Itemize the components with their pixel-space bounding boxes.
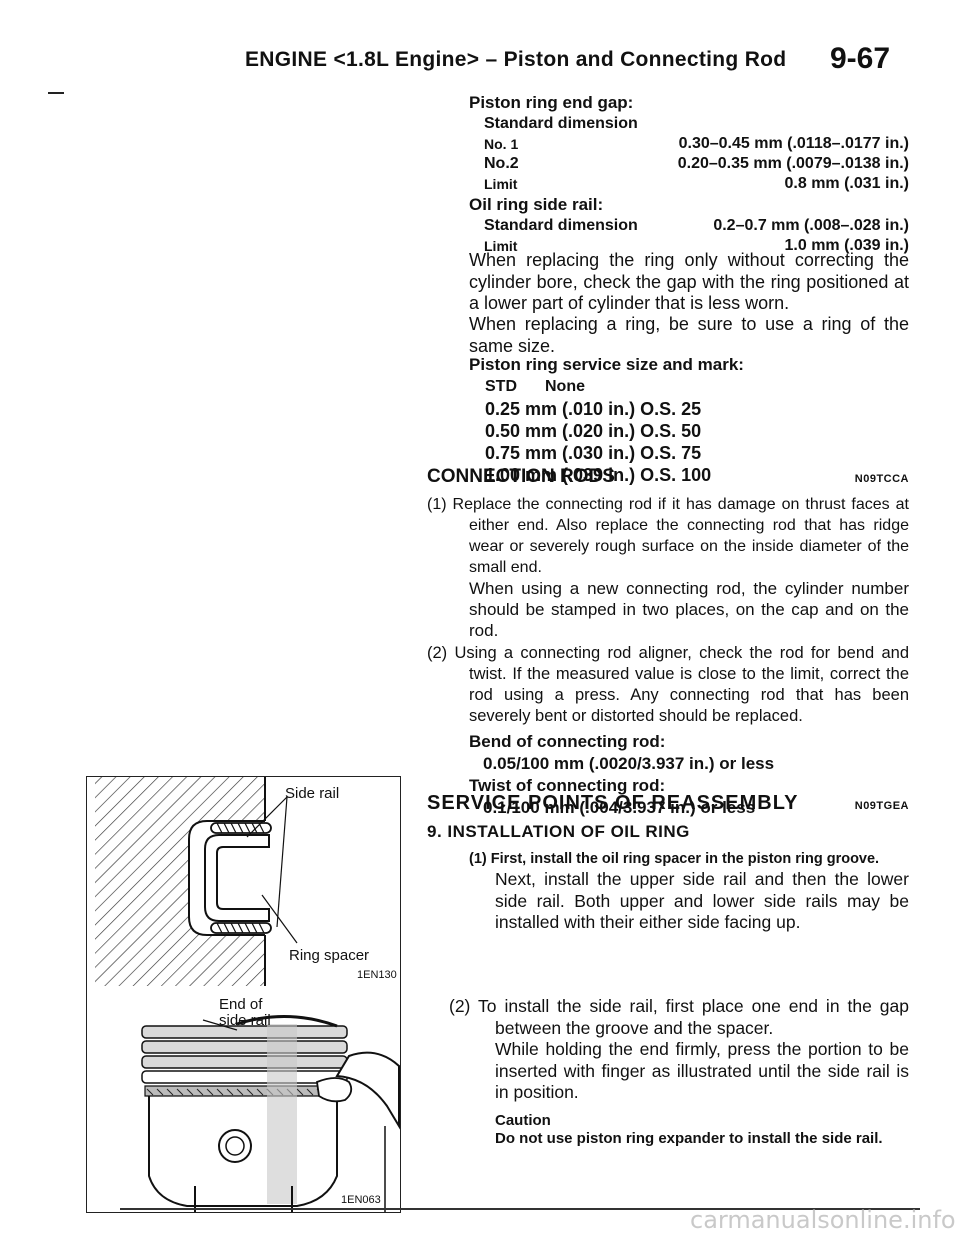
watermark: carmanualsonline.info bbox=[690, 1206, 956, 1234]
bend-value: 0.05/100 mm (.0020/3.937 in.) or less bbox=[483, 754, 775, 773]
step-1a: (1) First, install the oil ring spacer i… bbox=[469, 851, 880, 867]
no1-label: No. 1 bbox=[484, 136, 519, 152]
twist-label: Twist of connecting rod: bbox=[469, 776, 666, 795]
bend-label: Bend of connecting rod: bbox=[469, 732, 666, 751]
step-2b: While holding the end firmly, press the … bbox=[495, 1039, 909, 1102]
page-number: 9-67 bbox=[830, 42, 891, 75]
con-rod-item-2: (2) Using a connecting rod aligner, chec… bbox=[427, 644, 909, 725]
ring-gap-heading: Piston ring end gap: bbox=[469, 93, 634, 112]
no2-value: 0.20–0.35 mm (.0079–.0138 in.) bbox=[677, 155, 909, 172]
connection-rods-code: N09TCCA bbox=[854, 473, 909, 485]
oil-limit-value: 1.0 mm (.039 in.) bbox=[784, 237, 910, 254]
oil-ring-heading: Oil ring side rail: bbox=[469, 195, 604, 214]
no1-value: 0.30–0.45 mm (.0118–.0177 in.) bbox=[678, 135, 909, 152]
step-2: (2) To install the side rail, first plac… bbox=[449, 996, 909, 1038]
twist-value: 0.1/100 mm (.004/3.937 in.) or less bbox=[483, 798, 756, 817]
reassembly-section: SERVICE POINTS OF REASSEMBLY N09TGEA 9. … bbox=[427, 792, 909, 934]
replace-size-paragraph: When replacing a ring, be sure to use a … bbox=[469, 314, 909, 356]
replace-ring-paragraph: When replacing the ring only without cor… bbox=[469, 250, 909, 313]
con-rod-item-1: (1) Replace the connecting rod if it has… bbox=[427, 496, 909, 576]
label-side-rail-2: side rail bbox=[219, 1012, 271, 1029]
service-size-heading: Piston ring service size and mark: bbox=[469, 355, 744, 374]
caution-text: Do not use piston ring expander to insta… bbox=[495, 1129, 883, 1147]
oil-limit-label: Limit bbox=[484, 238, 518, 254]
oil-std-value: 0.2–0.7 mm (.008–.028 in.) bbox=[713, 217, 909, 234]
service-size-row: 1.00 mm (.039 in.) O.S. 100 bbox=[485, 465, 712, 485]
reassembly-code: N09TGEA bbox=[854, 800, 909, 812]
figure-side-rail-install: End of side rail 1EN063 bbox=[86, 986, 401, 1213]
std-dim-label: Standard dimension bbox=[484, 115, 638, 132]
page-header-title: ENGINE <1.8L Engine> – Piston and Connec… bbox=[245, 48, 787, 71]
oil-ring-section-illustration bbox=[95, 777, 298, 987]
side-rail-install-illustration bbox=[141, 1014, 400, 1212]
limit-label: Limit bbox=[484, 176, 518, 192]
service-size-row: 0.50 mm (.020 in.) O.S. 50 bbox=[485, 421, 702, 441]
label-ring-spacer: Ring spacer bbox=[289, 947, 370, 964]
figure-oil-ring-section: Side rail Ring spacer 1EN130 bbox=[86, 776, 401, 988]
step-9-heading: 9. INSTALLATION OF OIL RING bbox=[427, 822, 690, 841]
footer-rule bbox=[120, 1208, 920, 1210]
service-size-row: 0.25 mm (.010 in.) O.S. 25 bbox=[485, 399, 702, 419]
figure1-code: 1EN130 bbox=[357, 969, 397, 981]
no2-label: No.2 bbox=[484, 155, 519, 172]
figure2-code: 1EN063 bbox=[341, 1194, 381, 1206]
reassembly-heading: SERVICE POINTS OF REASSEMBLY bbox=[427, 792, 799, 814]
connection-rods-heading: CONNECTION RODS bbox=[427, 466, 615, 487]
margin-mark bbox=[48, 92, 64, 94]
con-rod-item-1b: When using a new connecting rod, the cyl… bbox=[469, 579, 909, 640]
service-size-row: 0.75 mm (.030 in.) O.S. 75 bbox=[485, 443, 702, 463]
label-end-of: End of bbox=[219, 996, 263, 1013]
ring-gap-spec: Piston ring end gap: Standard dimension … bbox=[469, 92, 909, 256]
caution-label: Caution bbox=[495, 1111, 551, 1129]
label-side-rail: Side rail bbox=[285, 785, 340, 802]
oil-std-label: Standard dimension bbox=[484, 217, 638, 234]
step-2-block: (2) To install the side rail, first plac… bbox=[449, 996, 909, 1149]
step-1b: Next, install the upper side rail and th… bbox=[495, 869, 909, 932]
connection-rods-section: CONNECTION RODS N09TCCA (1) Replace the … bbox=[427, 466, 909, 819]
limit-value: 0.8 mm (.031 in.) bbox=[784, 175, 910, 192]
